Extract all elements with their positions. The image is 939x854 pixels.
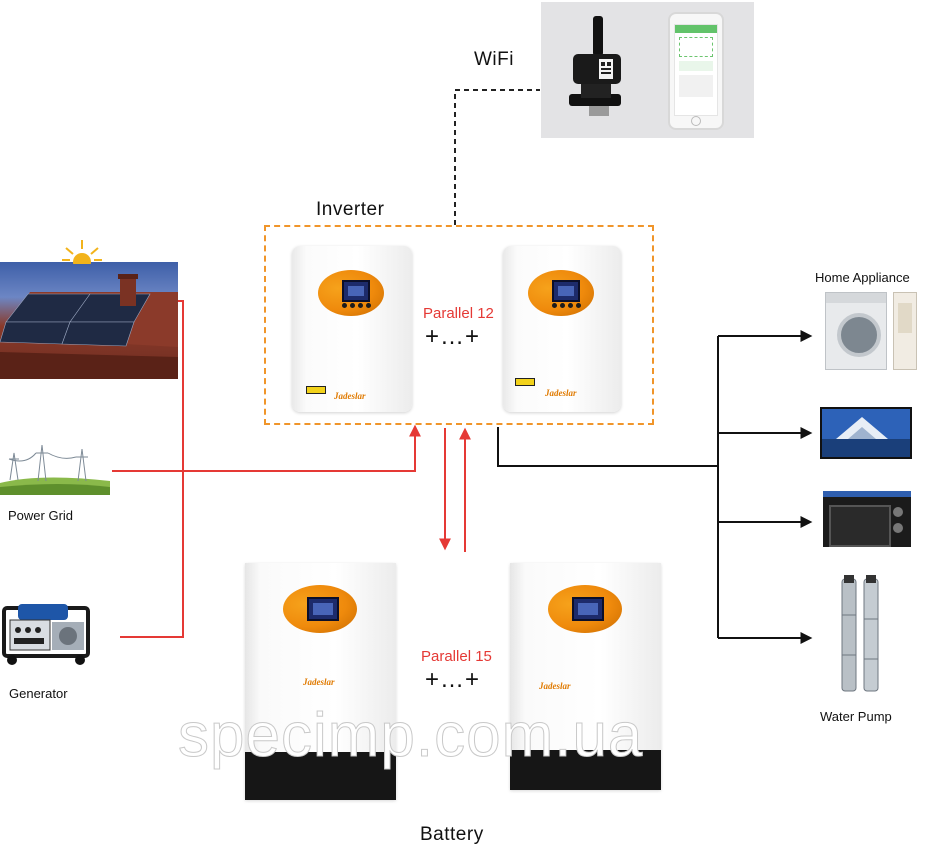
- battery-unit-1: Jadeslar: [245, 563, 396, 800]
- sun-icon: [62, 238, 102, 264]
- inverter-display-icon: [342, 280, 370, 302]
- battery-label: Battery: [420, 824, 484, 845]
- battery-parallel-sequence: +…+: [425, 666, 481, 693]
- inverter-label: Inverter: [316, 199, 385, 220]
- wifi-dongle-icon: [569, 16, 621, 116]
- inverter-parallel-label: Parallel 12: [423, 305, 494, 322]
- inverter-unit-2: Jadeslar: [503, 246, 621, 412]
- solar-line: [120, 300, 184, 638]
- home-appliance-label: Home Appliance: [815, 270, 910, 285]
- power-tower-icon: [0, 444, 110, 495]
- water-pump-icon: [836, 575, 888, 695]
- phone-app-icon: [668, 12, 724, 130]
- output-line: [497, 427, 718, 467]
- wifi-link-line: [454, 89, 540, 225]
- warning-sticker-icon: [306, 386, 326, 394]
- battery-brand-label: Jadeslar: [303, 677, 335, 687]
- inverter-unit-1: Jadeslar: [292, 246, 412, 412]
- battery-unit-2: Jadeslar: [510, 563, 661, 790]
- generator-label: Generator: [9, 686, 68, 701]
- battery-display-icon: [572, 597, 604, 621]
- inverter-parallel-sequence: +…+: [425, 323, 481, 350]
- grid-to-inverter-line: [112, 424, 421, 472]
- power-grid-label: Power Grid: [8, 508, 74, 523]
- power-grid-image: [0, 435, 110, 495]
- inverter-brand-label: Jadeslar: [545, 388, 577, 398]
- watermark-text: specimp.com.ua: [177, 701, 644, 771]
- water-pump-label: Water Pump: [820, 709, 892, 724]
- generator-icon: [2, 604, 90, 665]
- battery-parallel-label: Parallel 15: [421, 648, 492, 665]
- tv-icon: [820, 407, 912, 459]
- oven-icon: [823, 491, 911, 547]
- solar-roof-icon: [0, 274, 178, 379]
- inverter-display-icon: [552, 280, 580, 302]
- inverter-brand-label: Jadeslar: [334, 391, 366, 401]
- washing-machine-icon: [825, 292, 887, 370]
- battery-brand-label: Jadeslar: [539, 681, 571, 691]
- air-conditioner-icon: [893, 292, 917, 370]
- battery-display-icon: [307, 597, 339, 621]
- generator-image: [0, 598, 96, 666]
- wifi-label: WiFi: [474, 49, 514, 70]
- wifi-module-panel: [541, 2, 754, 138]
- inverter-group-frame: [264, 225, 654, 425]
- warning-sticker-icon: [515, 378, 535, 386]
- solar-panel-image: [0, 262, 178, 379]
